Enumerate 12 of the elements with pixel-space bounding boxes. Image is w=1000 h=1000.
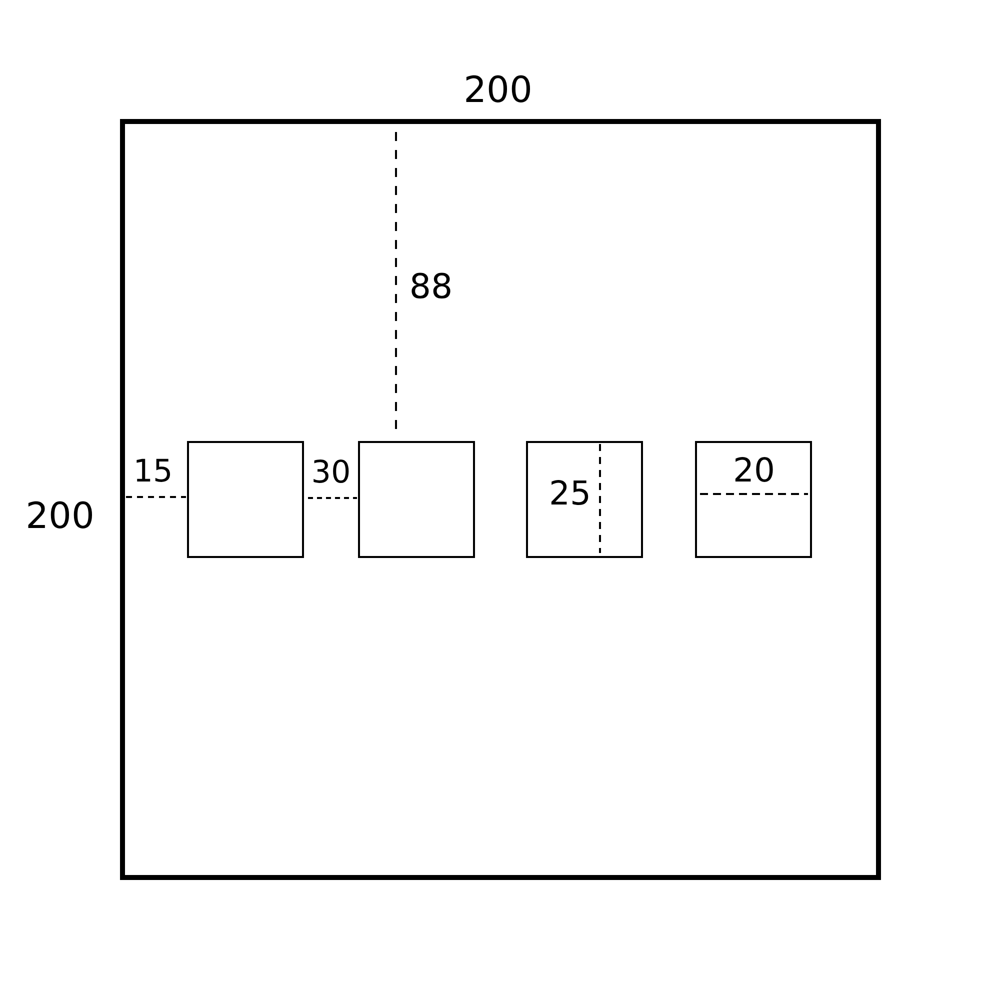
inner-square [526, 441, 643, 558]
inner-square [187, 441, 304, 558]
inner-square [695, 441, 812, 558]
dimension-label: 30 [311, 458, 351, 488]
dimension-label: 200 [464, 73, 532, 109]
dimension-label: 15 [133, 456, 173, 488]
dimension-label: 20 [733, 454, 775, 486]
dimension-label: 88 [409, 270, 453, 304]
inner-square [358, 441, 475, 558]
dimension-label: 25 [549, 476, 591, 510]
outer-square [120, 119, 881, 880]
dimension-label: 200 [26, 499, 94, 535]
